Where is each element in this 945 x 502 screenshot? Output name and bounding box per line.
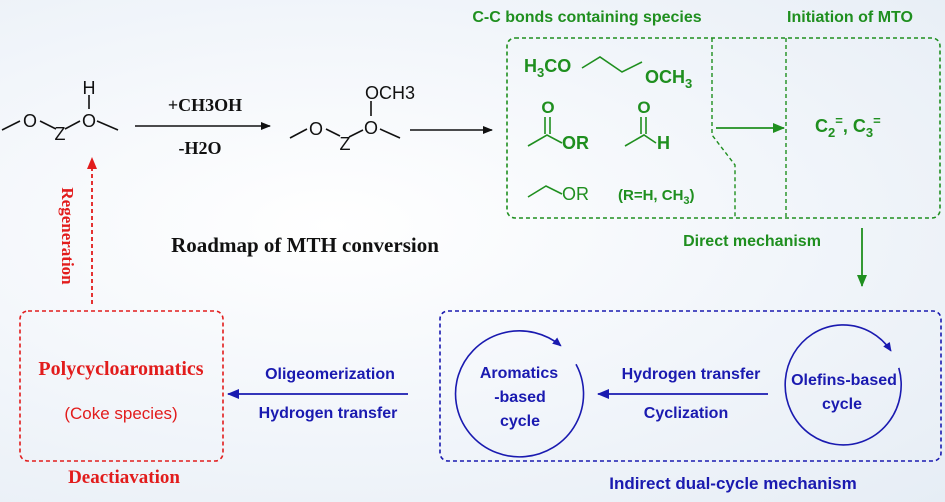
methoxy-o-right: O xyxy=(364,118,378,138)
coke-species-label: (Coke species) xyxy=(64,404,177,423)
dimethoxyethane-left: H3CO xyxy=(524,56,571,80)
mto-title: Initiation of MTO xyxy=(787,9,913,26)
methoxy-z: Z xyxy=(340,134,351,154)
r-group-note: (R=H, CH3) xyxy=(618,187,695,207)
hydrogen-transfer-label-right: Hydrogen transfer xyxy=(622,366,761,383)
ester-structure xyxy=(527,117,563,147)
aldehyde-structure xyxy=(624,117,657,147)
oligomerization-label: Oligeomerization xyxy=(265,366,395,383)
cc-species-title: C-C bonds containing species xyxy=(472,9,701,26)
dimethoxyethane-right: OCH3 xyxy=(645,67,692,91)
aldehyde-hydrogen: H xyxy=(657,133,670,153)
aromatics-cycle-line3: cycle xyxy=(500,413,540,430)
diagram-title: Roadmap of MTH conversion xyxy=(171,233,439,257)
deactivation-title: Deactiavation xyxy=(68,467,180,488)
zeolite-hydroxyl-structure xyxy=(1,95,119,131)
methoxy-o-left: O xyxy=(309,119,323,139)
dimethoxyethane-chain xyxy=(581,56,643,73)
olefins-cycle-ring xyxy=(784,324,902,446)
byproduct-label: -H2O xyxy=(179,138,222,158)
direct-mechanism-label: Direct mechanism xyxy=(683,233,821,250)
aromatics-cycle-line2: -based xyxy=(494,389,546,406)
methoxy-structure xyxy=(289,101,401,139)
ether-group: OR xyxy=(562,184,589,204)
species-box xyxy=(506,37,941,219)
aromatics-cycle-line1: Aromatics xyxy=(480,365,558,382)
olefins-cycle-line2: cycle xyxy=(822,396,862,413)
polycycloaromatics-label: Polycycloaromatics xyxy=(38,358,203,380)
olefins-cycle-line1: Olefins-based xyxy=(791,372,897,389)
deactivation-box xyxy=(19,310,224,462)
zeolite-o-left: O xyxy=(23,111,37,131)
zeolite-o-right: O xyxy=(82,111,96,131)
aldehyde-oxygen: O xyxy=(637,98,650,117)
ester-group: OR xyxy=(562,133,589,153)
zeolite-z: Z xyxy=(55,124,66,144)
ester-oxygen: O xyxy=(541,98,554,117)
zeolite-h: H xyxy=(83,78,96,98)
regeneration-label: Regeneration xyxy=(58,187,77,285)
cyclization-label: Cyclization xyxy=(644,405,728,422)
reagent-label: +CH3OH xyxy=(168,95,242,115)
methoxy-och3: OCH3 xyxy=(365,83,415,103)
species-divider xyxy=(711,38,736,218)
mto-products: C2=, C3= xyxy=(815,113,881,140)
dual-cycle-title: Indirect dual-cycle mechanism xyxy=(609,474,857,493)
ether-structure xyxy=(527,185,563,198)
hydrogen-transfer-label-left: Hydrogen transfer xyxy=(259,405,398,422)
aromatics-cycle-ring xyxy=(454,330,585,458)
